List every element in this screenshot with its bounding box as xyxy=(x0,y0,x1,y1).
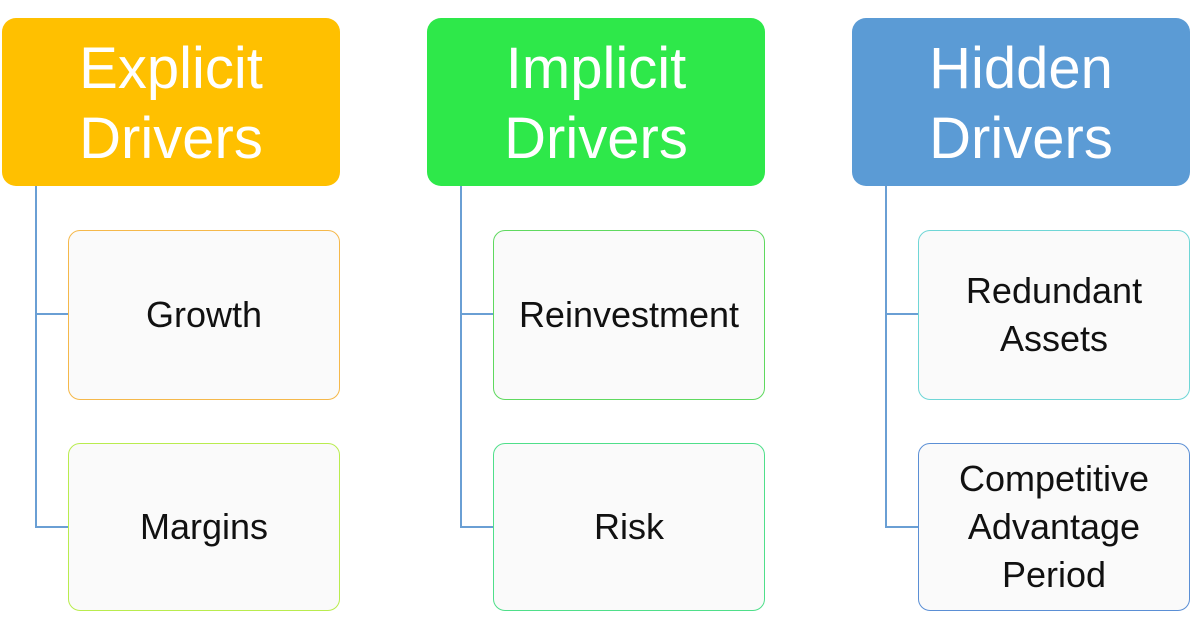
connector-line xyxy=(885,186,887,528)
connector-line xyxy=(460,526,494,528)
header-line: Drivers xyxy=(929,106,1113,171)
node-label: Risk xyxy=(594,506,664,547)
node-margins: Margins xyxy=(68,443,340,611)
header-implicit-drivers: Implicit Drivers xyxy=(427,18,765,186)
connector-line xyxy=(885,313,919,315)
header-explicit-drivers: Explicit Drivers xyxy=(2,18,340,186)
connector-line xyxy=(35,526,69,528)
connector-line xyxy=(35,186,37,528)
node-growth: Growth xyxy=(68,230,340,400)
node-label: Margins xyxy=(139,506,269,547)
node-label: Growth xyxy=(145,294,263,335)
node-label: Assets xyxy=(999,318,1109,359)
connector-line xyxy=(460,186,462,528)
connector-line xyxy=(35,313,69,315)
column-implicit-drivers: Implicit Drivers Reinvestment Risk xyxy=(425,0,770,630)
connector-line xyxy=(885,526,919,528)
node-label: Advantage xyxy=(967,506,1141,547)
node-label: Reinvestment xyxy=(518,294,740,335)
column-hidden-drivers: Hidden Drivers Redundant Assets Competit… xyxy=(850,0,1195,630)
header-line: Explicit xyxy=(79,36,263,101)
node-redundant-assets: Redundant Assets xyxy=(918,230,1190,400)
node-risk: Risk xyxy=(493,443,765,611)
header-line: Drivers xyxy=(504,106,688,171)
node-label: Redundant xyxy=(965,270,1143,311)
node-label: Period xyxy=(1001,554,1107,595)
header-line: Drivers xyxy=(79,106,263,171)
connector-line xyxy=(460,313,494,315)
node-reinvestment: Reinvestment xyxy=(493,230,765,400)
node-competitive-advantage-period: Competitive Advantage Period xyxy=(918,443,1190,611)
node-label: Competitive xyxy=(958,458,1150,499)
header-hidden-drivers: Hidden Drivers xyxy=(852,18,1190,186)
header-line: Implicit xyxy=(505,36,687,101)
header-line: Hidden xyxy=(929,36,1113,101)
column-explicit-drivers: Explicit Drivers Growth Margins xyxy=(0,0,345,630)
